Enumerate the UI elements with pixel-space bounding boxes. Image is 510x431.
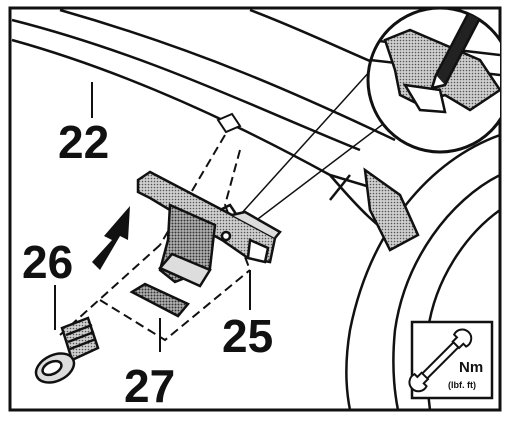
bracket-part (136, 170, 282, 288)
detail-magnifier (366, 8, 500, 154)
insert-direction-arrow (92, 206, 130, 270)
torque-unit-imperial-label: (lbf. ft) (448, 380, 476, 390)
wheel-arch (329, 133, 500, 410)
screw-part (34, 316, 100, 384)
callout-26: 26 (22, 236, 73, 288)
callout-25: 25 (222, 310, 273, 362)
body-panel (11, 8, 500, 242)
callout-22: 22 (58, 116, 109, 168)
callout-leaders (54, 82, 251, 352)
torque-spec-box: Nm (lbf. ft) (408, 320, 494, 400)
callout-27: 27 (124, 360, 175, 412)
magnifier-leaders (239, 59, 396, 226)
torque-unit-label: Nm (459, 359, 483, 376)
panel-clip-hole (216, 112, 242, 134)
clip-nut-part (129, 282, 191, 318)
wrench-icon (408, 328, 473, 393)
